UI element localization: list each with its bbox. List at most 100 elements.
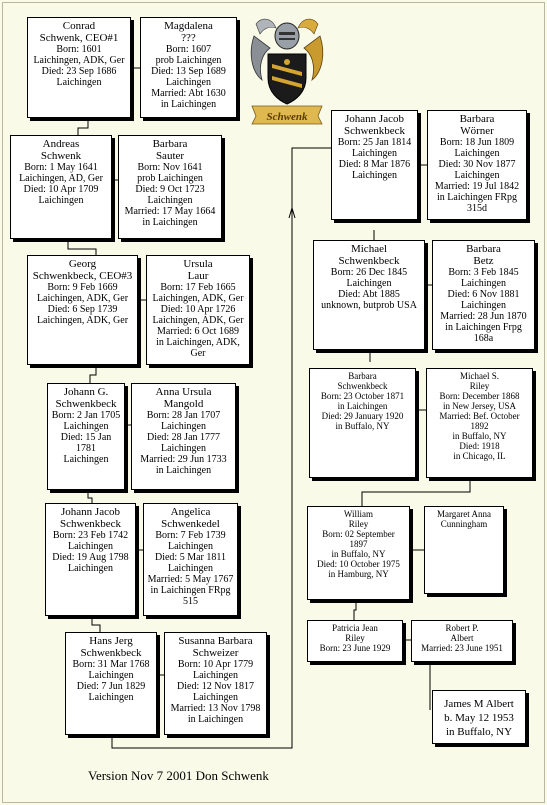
person-name-line: Wörner [460,125,494,137]
person-name-line: Barbara [466,243,501,255]
person-name-line: Cunningham [440,519,488,529]
person-detail-line: Born: 2 Jan 1705 [51,410,121,421]
person-name-line: Robert P. [445,623,479,633]
person-name-line: Ursula [183,258,213,270]
person-name-line: James M Albert [444,698,514,710]
person-detail-line: Died: 6 Sep 1739 [47,304,118,315]
person-detail-line: Died: 5 Mar 1811 [154,552,226,563]
person-detail-line: Died: 6 Nov 1881 [447,289,520,300]
person-detail-line: in New Jersey, USA [443,401,516,411]
person-name-line: Magdalena [164,20,213,32]
person-detail-line: Laichingen [352,148,397,159]
person-detail-line: Married: 29 Jun 1733 [140,454,227,465]
schwenk-coat-of-arms: Schwenk [250,18,324,125]
person-detail-line: Born: 23 Feb 1742 [52,530,129,541]
person-detail-line: Born: 23 October 1871 [320,391,405,401]
person-name-line: Riley [469,381,490,391]
person-detail-line: Married: 5 May 1767 [147,574,234,585]
person-detail-line: Born: 1601 [56,44,102,55]
person-detail-line: Married: 19 Jul 1842 [434,181,520,192]
person-detail-line: Laichingen, ADK, Ger [33,55,125,66]
person-detail-line: Died: 29 January 1920 [321,411,404,421]
person-detail-line: Married: Bef. October [439,411,520,421]
person-detail-line: Died: 12 Nov 1817 [177,681,254,692]
person-name-line: Barbara [152,138,188,150]
person-detail-line: Died: 1918 [459,441,500,451]
person-name-line: Hans Jerg [89,635,133,647]
person-name-line: Michael S. [460,371,499,381]
person-name-line: Laur [187,270,209,282]
person-detail-line: Married: 17 May 1664 [124,206,216,217]
person-name-line: Johann Jacob [61,506,120,518]
person-detail-line: Died: 8 Mar 1876 [338,159,411,170]
person-name-line: Betz [473,255,494,267]
person-detail-line: Born: 25 Jan 1814 [337,137,412,148]
person-name-line: Johann G. [63,386,109,398]
person-name-line: Schwenkbeck [338,255,400,267]
person-detail-line: 315d [467,203,487,214]
person-detail-line: Laichingen [193,692,238,703]
person-detail-line: Died: 10 Apr 1709 [23,184,99,195]
person-detail-line: in Laichingen, ADK, [156,337,240,348]
person-detail-line: Died: 28 Jan 1777 [146,432,221,443]
person-name-line: Conrad [62,20,96,32]
person-detail-line: Died: Abt 1885 [338,289,400,300]
person-detail-line: in Laichingen [337,401,388,411]
person-james-m-albert: James M Albert b. May 12 1953 in Buffalo, … [432,690,526,744]
person-detail-line: Died: 10 October 1975 [317,559,400,569]
person-detail-line: in Chicago, IL [453,451,506,461]
person-name-line: Mangold [163,398,204,410]
person-name-line: Michael [350,243,388,255]
person-name-line: Margaret Anna [436,509,492,519]
person-detail-line: 1897 [349,539,368,549]
person-detail-line: Born: 10 Apr 1779 [177,659,254,670]
person-detail-line: Born: 9 Feb 1669 [47,282,118,293]
person-detail-line: Born: December 1868 [439,391,520,401]
person-detail-line: Laichingen [166,77,211,88]
person-detail-line: Laichingen [454,170,500,181]
version-footer: Version Nov 7 2001 Don Schwenk [88,768,269,783]
person-detail-line: Died: 19 Aug 1798 [52,552,129,563]
person-detail-line: Laichingen [68,541,113,552]
person-detail-line: 515 [183,596,198,607]
person-detail-line: in Laichingen FRpg [150,585,231,596]
person-name-line: b. May 12 1953 [444,712,514,724]
person-detail-line: Married: 28 Jun 1870 [440,311,527,322]
person-detail-line: Died: 30 Nov 1877 [438,159,516,170]
person-detail-line: Laichingen [63,454,109,465]
person-name-line: Barbara [348,371,377,381]
person-detail-line: prob Laichingen [155,55,222,66]
person-detail-line: prob Laichingen [137,173,203,184]
person-detail-line: Laichingen, AD, Ger [19,173,103,184]
person-detail-line: Laichingen [461,300,506,311]
person-detail-line: Married: 23 June 1951 [421,643,503,653]
person-detail-line: in Buffalo, NY [445,726,513,738]
person-detail-line: Laichingen [346,278,392,289]
person-detail-line: in Laichingen FRpg [437,192,517,203]
person-detail-line: Died: 23 Sep 1686 [41,66,117,77]
person-name-line: Georg [68,258,97,270]
person-detail-line: Born: 23 June 1929 [319,643,391,653]
person-detail-line: Laichingen [88,692,134,703]
person-detail-line: Laichingen, ADK, Ger [36,315,129,326]
person-name-line: Riley [345,633,365,643]
person-detail-line: Born: 02 September [322,529,395,539]
person-detail-line: 168a [473,333,494,344]
person-detail-line: Born: 1607 [165,44,212,55]
person-detail-line: Laichingen, ADK, Ger [36,293,129,304]
person-detail-line: Laichingen [193,670,238,681]
person-detail-line: Died: 9 Oct 1723 [135,184,205,195]
